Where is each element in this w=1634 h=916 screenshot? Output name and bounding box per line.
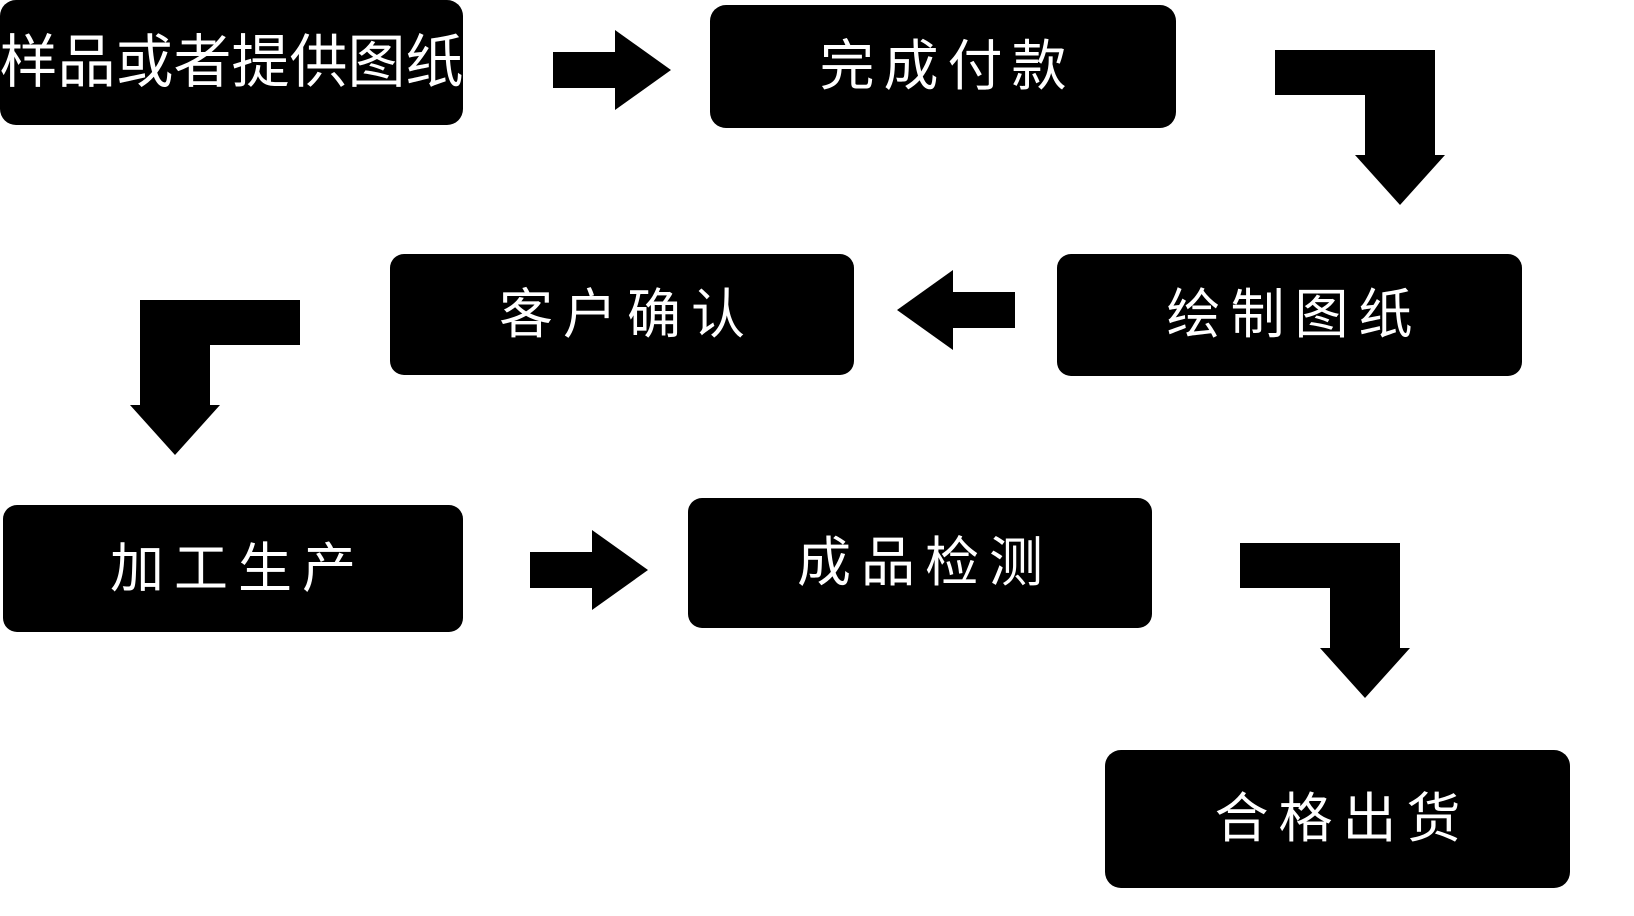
flow-node-sample[interactable]: 样品或者提供图纸 xyxy=(0,0,464,125)
flow-node-customer-confirm[interactable]: 客户确认 xyxy=(390,254,854,375)
flow-node-payment[interactable]: 完成付款 xyxy=(710,5,1176,128)
flow-node-shipment[interactable]: 合格出货 xyxy=(1105,750,1570,888)
flow-node-label: 完成付款 xyxy=(819,35,1076,97)
arrow-elbow-right-down-icon xyxy=(1275,45,1445,205)
arrow-elbow-right-down-icon xyxy=(1240,538,1410,698)
flow-node-draw-drawing[interactable]: 绘制图纸 xyxy=(1057,254,1522,376)
flow-node-inspection[interactable]: 成品检测 xyxy=(688,498,1152,628)
arrow-elbow-left-down-icon xyxy=(130,295,300,455)
flow-node-label: 绘制图纸 xyxy=(1166,285,1423,345)
flow-node-label: 合格出货 xyxy=(1214,789,1471,849)
arrow-left-icon xyxy=(895,270,1015,350)
flow-node-production[interactable]: 加工生产 xyxy=(3,505,463,632)
flow-node-label: 样品或者提供图纸 xyxy=(0,29,464,95)
flow-node-label: 成品检测 xyxy=(797,533,1053,593)
arrow-right-icon xyxy=(530,530,650,610)
flow-node-label: 加工生产 xyxy=(110,538,366,599)
flow-node-label: 客户确认 xyxy=(499,284,755,345)
arrow-right-icon xyxy=(553,30,673,110)
